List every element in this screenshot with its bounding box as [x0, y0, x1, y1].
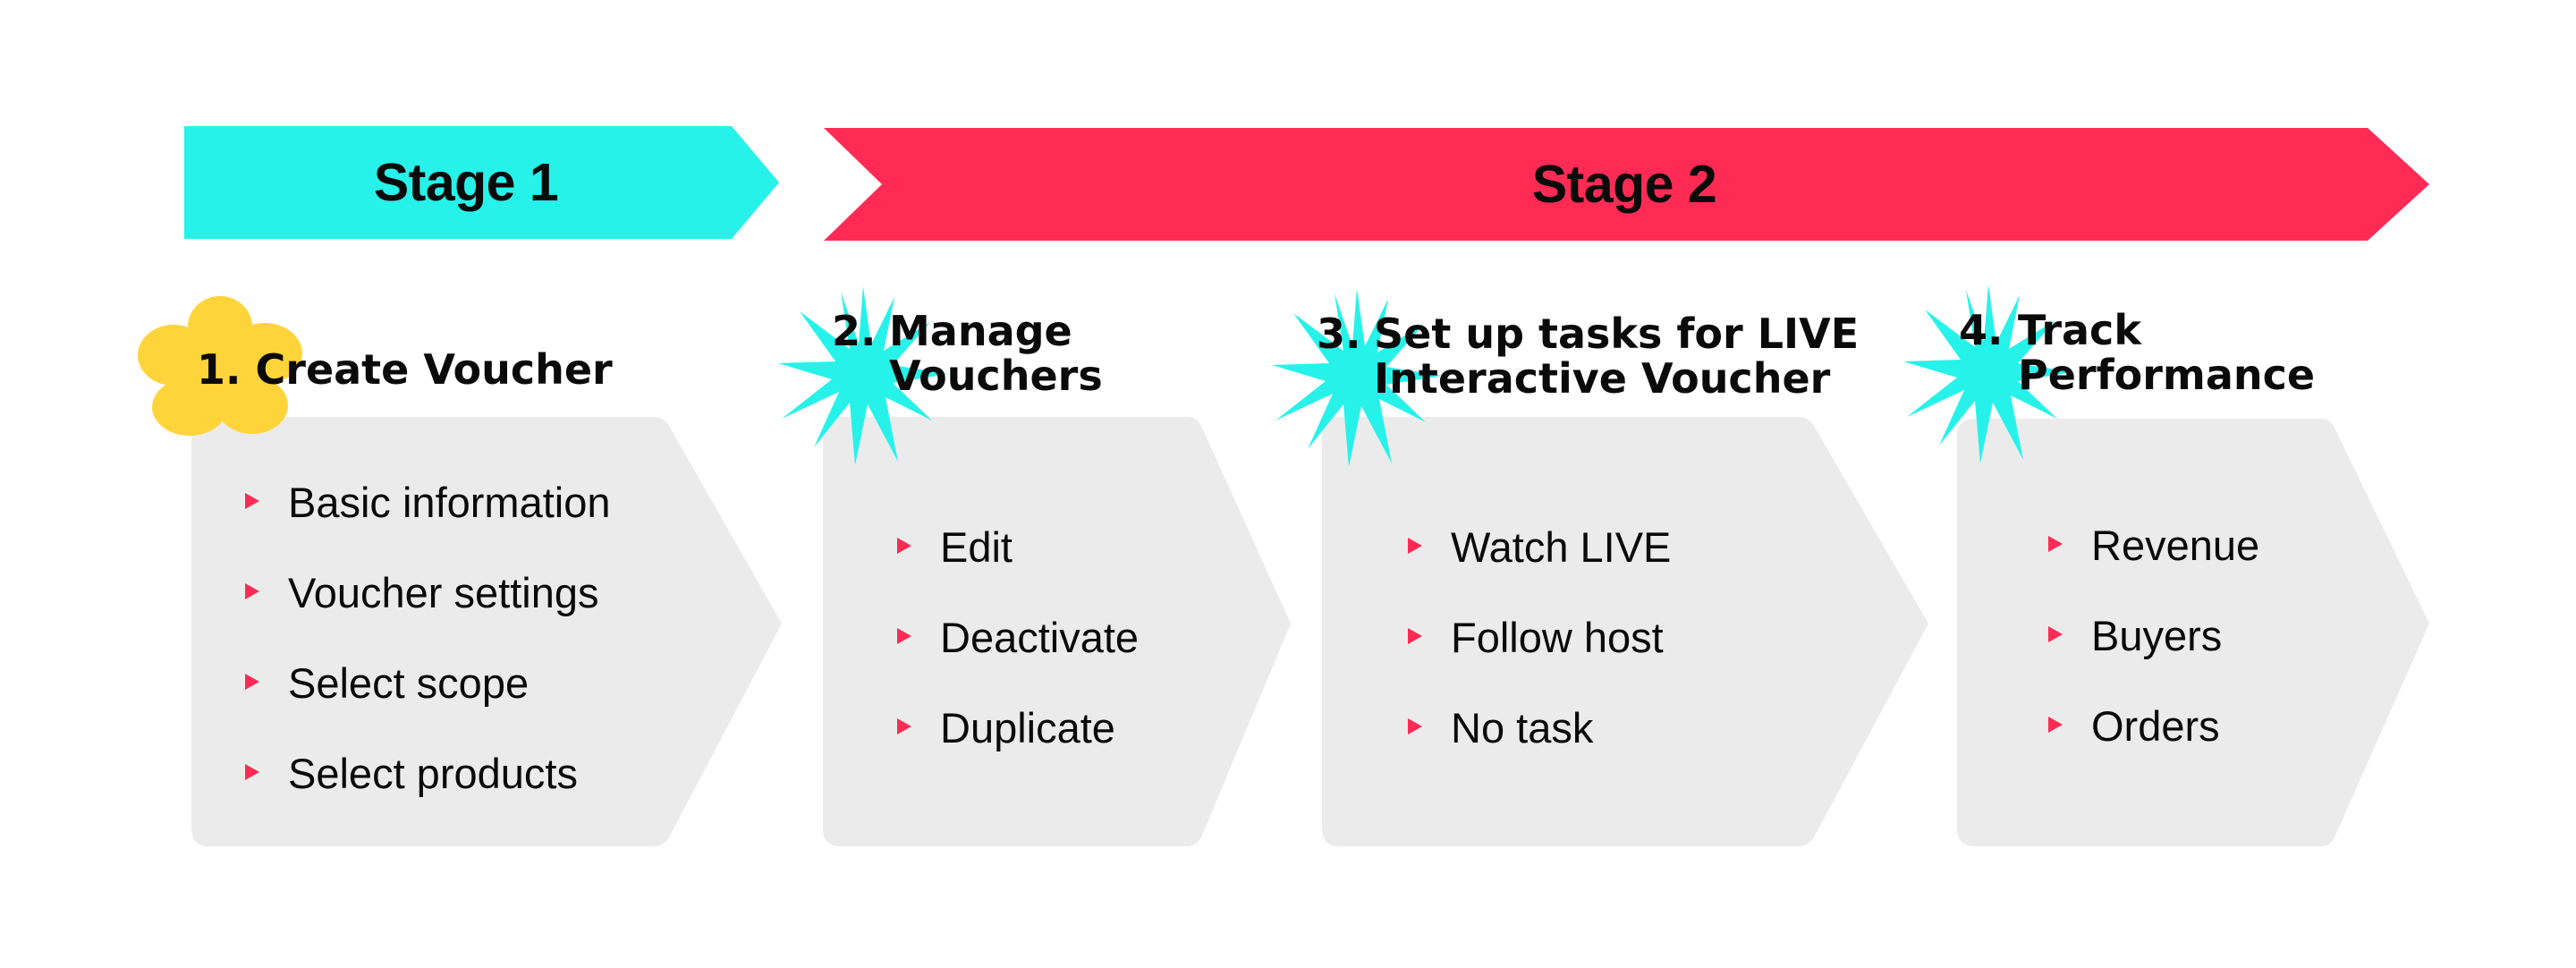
step-2-title: 2.Manage Vouchers — [832, 309, 1103, 398]
list-item: Basic information — [245, 457, 611, 548]
bullet-triangle-icon — [1408, 537, 1422, 554]
bullet-triangle-icon — [2048, 625, 2063, 642]
step-1-number: 1. — [197, 345, 242, 394]
list-item: Watch LIVE — [1408, 502, 1671, 592]
step-4-title-line-2: Performance — [2018, 351, 2316, 399]
starburst-icon — [1903, 284, 2073, 463]
step-4-title-line-1: Track — [2018, 306, 2141, 354]
bullet-triangle-icon — [897, 537, 911, 554]
list-item: Select scope — [245, 638, 611, 728]
list-item: Buyers — [2048, 590, 2259, 681]
step-3-title: 3. Set up tasks for LIVE Interactive Vouc… — [1317, 311, 1859, 401]
bullet-triangle-icon — [1408, 627, 1422, 644]
list-item: No task — [1408, 683, 1671, 773]
bullet-triangle-icon — [2048, 716, 2063, 733]
stage-1-label: Stage 1 — [373, 153, 559, 212]
step-2-list: Edit Deactivate Duplicate — [897, 502, 1139, 773]
bullet-triangle-icon — [897, 627, 911, 644]
step-3-list: Watch LIVE Follow host No task — [1408, 502, 1671, 773]
bullet-triangle-icon — [2048, 535, 2063, 552]
step-3-number: 3. — [1317, 310, 1361, 358]
list-item: Duplicate — [897, 683, 1139, 773]
bullet-triangle-icon — [245, 492, 259, 509]
step-2-title-line-1: Manage — [889, 307, 1072, 355]
list-item: Follow host — [1408, 592, 1671, 683]
step-1-list: Basic information Voucher settings Selec… — [245, 457, 611, 819]
bullet-triangle-icon — [245, 763, 259, 780]
stage-2-label: Stage 2 — [1531, 155, 1717, 214]
step-2-number: 2. — [832, 307, 877, 355]
step-4-number: 4. — [1959, 306, 2004, 354]
bullet-triangle-icon — [1408, 718, 1422, 734]
list-item: Revenue — [2048, 500, 2259, 590]
step-3-title-line-2: Interactive Voucher — [1374, 354, 1831, 403]
step-1-title: 1. Create Voucher — [197, 347, 613, 392]
bullet-triangle-icon — [897, 718, 911, 734]
starburst-icon — [1272, 288, 1442, 467]
list-item: Select products — [245, 728, 611, 819]
step-2-title-line-2: Vouchers — [889, 352, 1103, 400]
starburst-icon — [778, 286, 948, 465]
step-3-title-line-1: Set up tasks for LIVE — [1374, 310, 1860, 358]
bullet-triangle-icon — [245, 582, 259, 599]
list-item: Edit — [897, 502, 1139, 592]
list-item: Deactivate — [897, 592, 1139, 683]
bullet-triangle-icon — [245, 673, 259, 690]
step-4-title: 4. Track Performance — [1959, 308, 2315, 397]
list-item: Voucher settings — [245, 548, 611, 638]
step-4-list: Revenue Buyers Orders — [2048, 500, 2259, 771]
list-item: Orders — [2048, 681, 2259, 771]
step-1-title-line-1: Create Voucher — [255, 345, 613, 394]
